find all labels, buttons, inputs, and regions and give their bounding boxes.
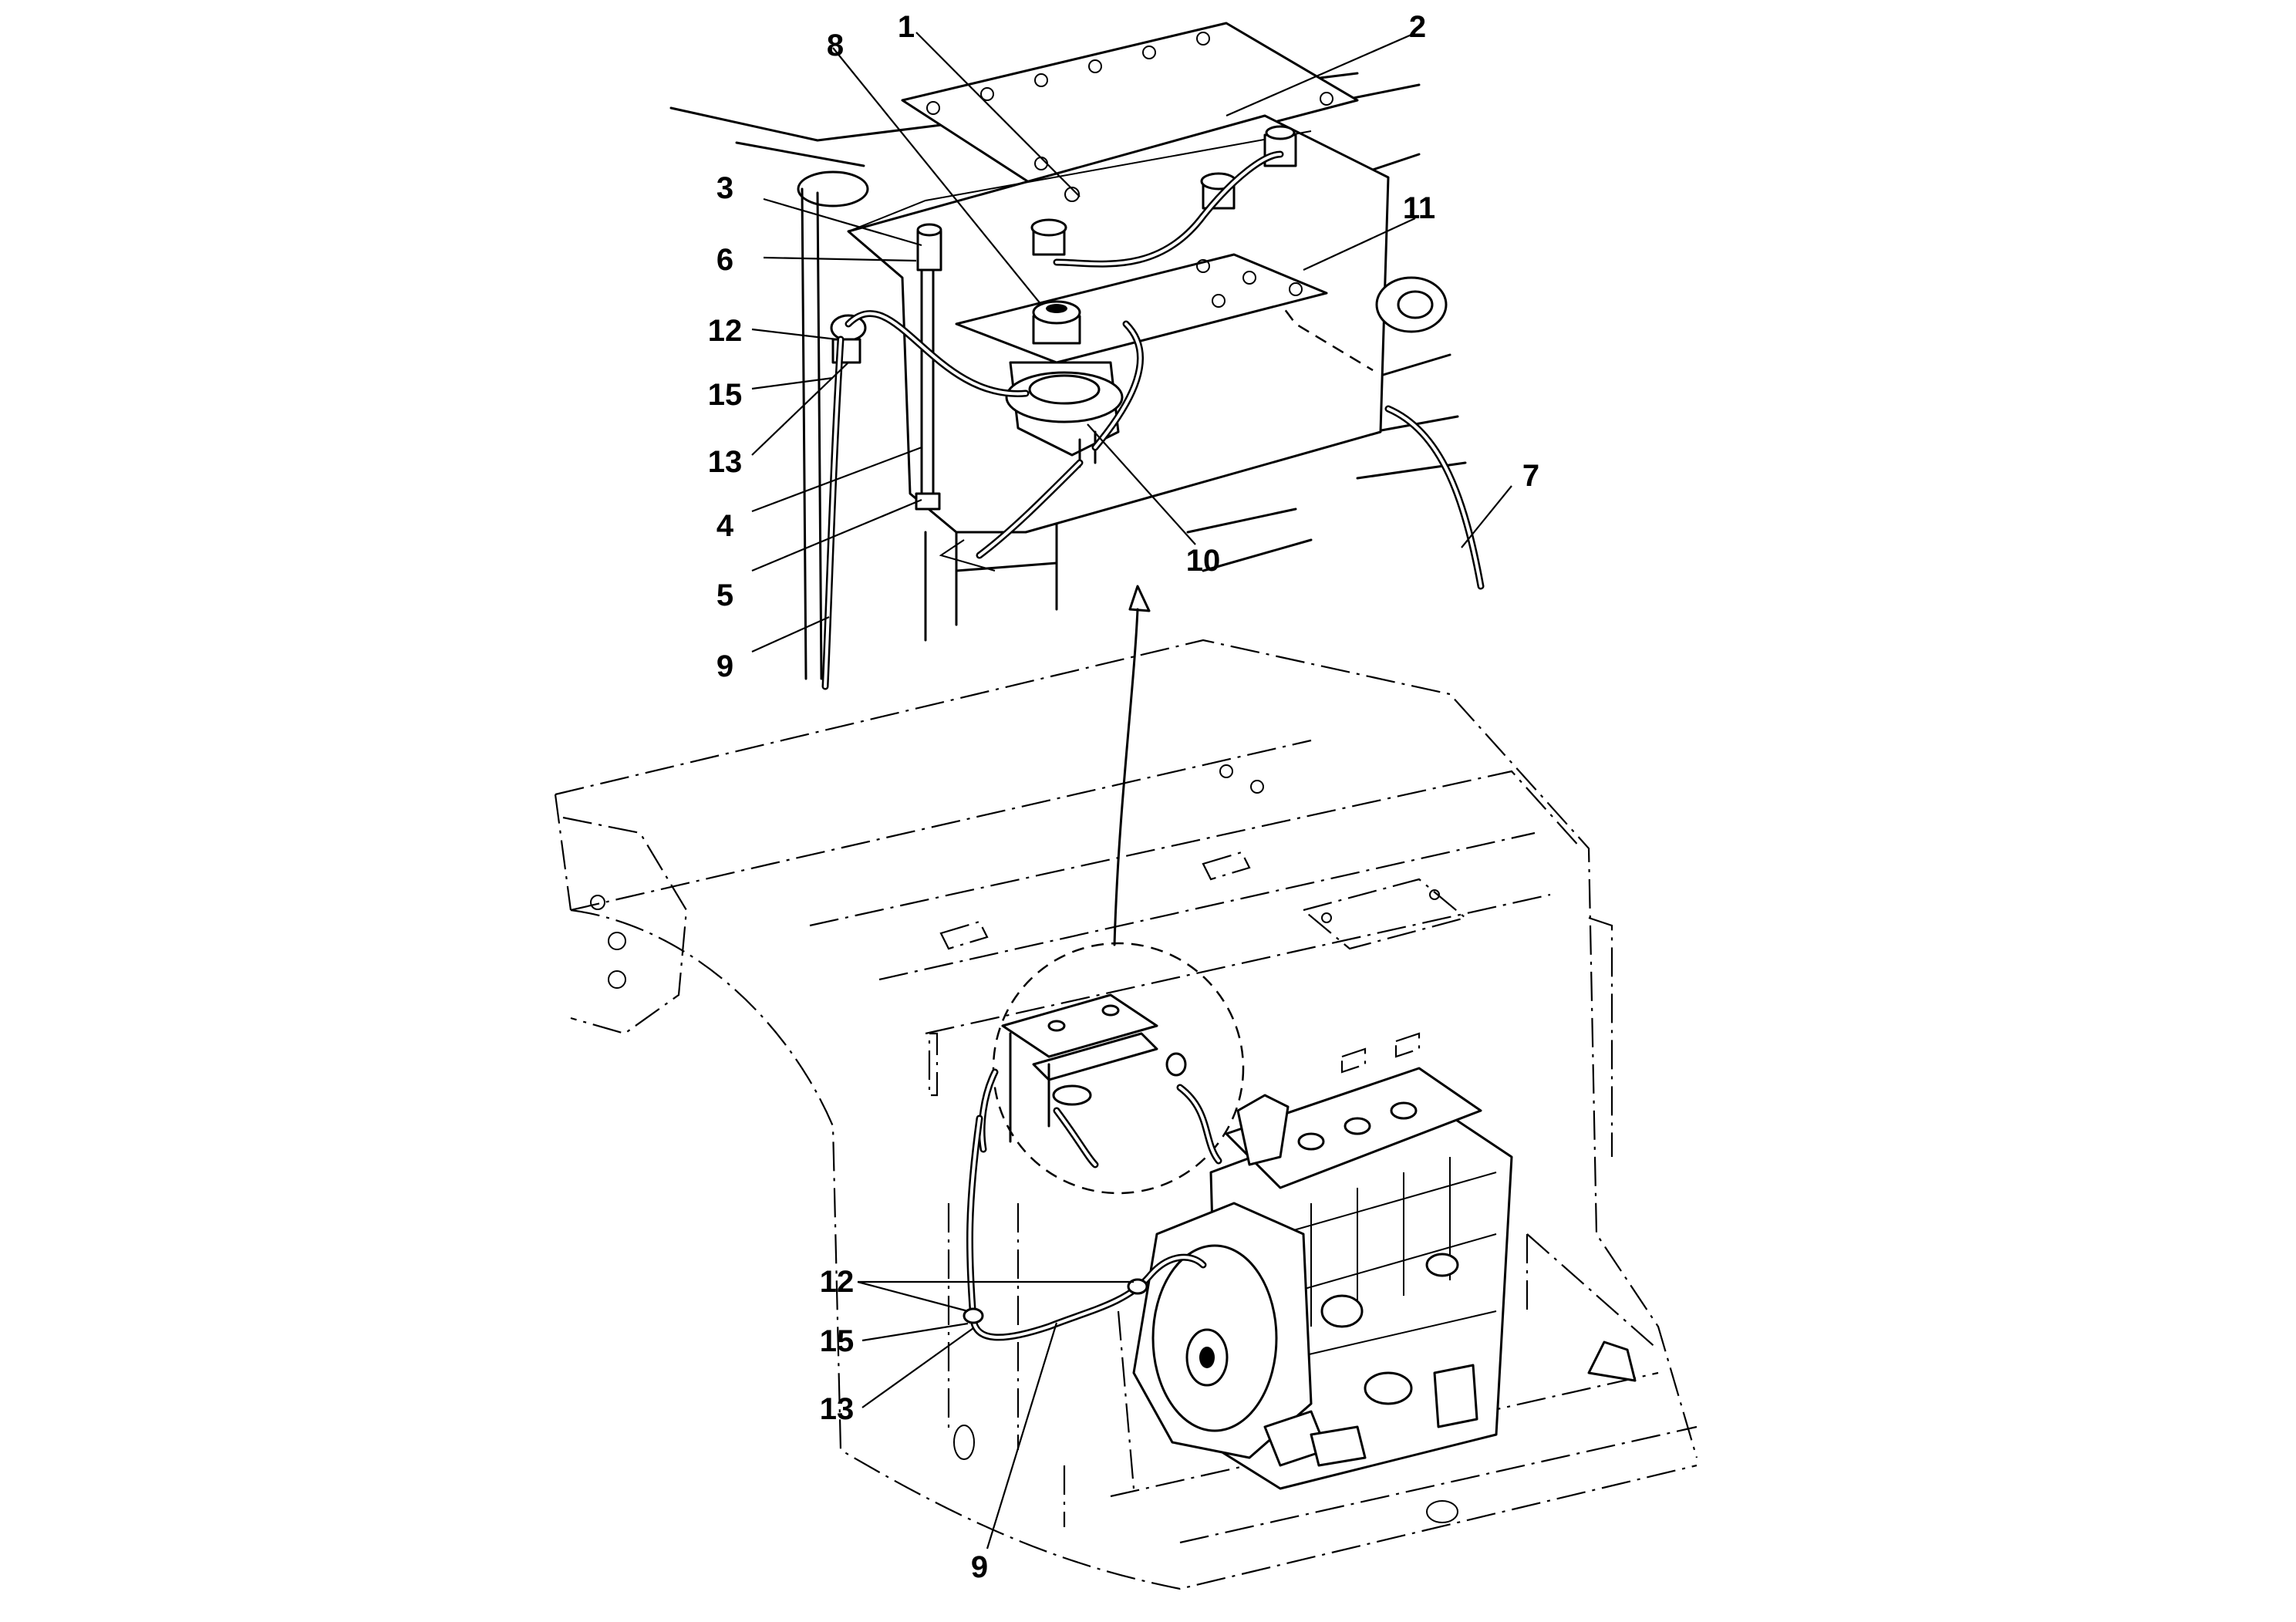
machine-view xyxy=(554,639,1698,1590)
detail-circle xyxy=(978,942,1245,1195)
filler-neck xyxy=(797,170,869,680)
callout-6: 6 xyxy=(716,243,733,277)
callout-11: 11 xyxy=(1403,191,1435,225)
frame-cover-plate xyxy=(1301,878,1468,950)
engine xyxy=(1132,1067,1513,1490)
lower-frame xyxy=(924,523,1058,642)
callout-5: 5 xyxy=(716,578,733,612)
detail-view xyxy=(669,22,1485,690)
fuel-hoses xyxy=(821,150,1485,690)
fuel-pump-unit xyxy=(1005,300,1124,468)
frame-brackets xyxy=(939,764,1264,950)
callout-10: 10 xyxy=(1186,544,1221,578)
lower-clamp-left xyxy=(963,1307,984,1324)
callout-13-bottom: 13 xyxy=(820,1392,855,1426)
callout-3: 3 xyxy=(716,171,733,205)
callout-7: 7 xyxy=(1522,459,1539,493)
callout-12-bottom: 12 xyxy=(820,1265,855,1299)
leader-lines xyxy=(751,32,1512,1549)
callout-4: 4 xyxy=(716,509,734,543)
grommet xyxy=(1375,276,1448,333)
plate-holes xyxy=(926,32,1333,170)
frame-slots xyxy=(928,1032,1458,1523)
callout-2: 2 xyxy=(1409,10,1426,44)
machine-fuel-hose xyxy=(963,1084,1222,1341)
callout-15-top: 15 xyxy=(708,378,743,412)
callout-1: 1 xyxy=(898,10,915,44)
callout-13-top: 13 xyxy=(708,445,743,479)
callout-labels: 1 2 3 6 8 11 12 15 13 4 5 9 10 7 12 15 1… xyxy=(708,10,1539,1584)
callout-8: 8 xyxy=(827,29,844,62)
left-mount xyxy=(562,816,688,1035)
callout-12-top: 12 xyxy=(708,314,743,348)
callout-9-top: 9 xyxy=(716,649,733,683)
floor-bracket xyxy=(1587,1340,1637,1382)
callout-15-bottom: 15 xyxy=(820,1324,855,1358)
filler-hole xyxy=(1064,187,1080,202)
callout-9-bottom: 9 xyxy=(971,1550,988,1584)
top-mounting-plate xyxy=(901,22,1359,187)
machine-frame xyxy=(554,639,1698,1590)
detail-arrow xyxy=(1113,585,1151,946)
lower-clamp-right xyxy=(1127,1278,1148,1295)
stud-bolt xyxy=(915,223,942,511)
